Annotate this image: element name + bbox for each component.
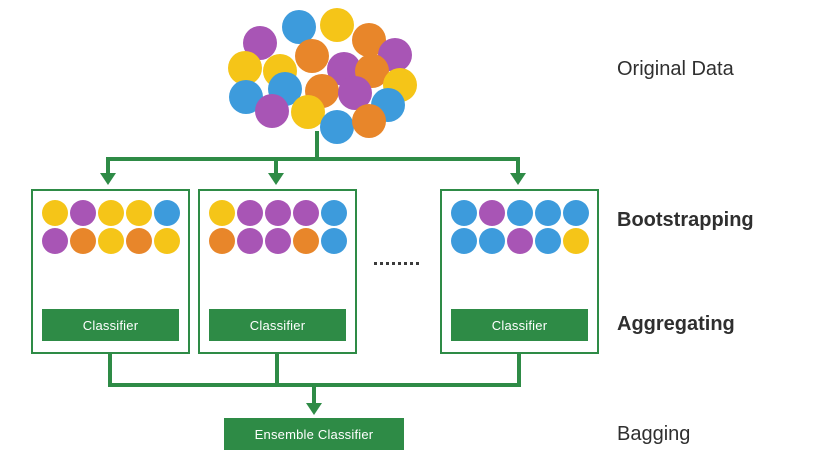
arrow-to-ensemble [306, 403, 322, 415]
data-point-dot [282, 10, 316, 44]
sample-dot-row [42, 228, 182, 254]
sample-dot [479, 200, 505, 226]
branch-line-sample-n [516, 157, 520, 175]
sample-dot [42, 228, 68, 254]
sample-dot [535, 200, 561, 226]
bootstrap-sample-box-n[interactable]: Classifier [440, 189, 599, 354]
sample-dot [70, 228, 96, 254]
sample-dot-row [209, 200, 349, 226]
ellipsis-dot [374, 262, 377, 265]
sample-dot [265, 200, 291, 226]
label-aggregating: Aggregating [617, 313, 735, 335]
sample-dot [98, 200, 124, 226]
ellipsis-dot [410, 262, 413, 265]
ensemble-classifier-button[interactable]: Ensemble Classifier [224, 418, 404, 450]
ensemble-connector-vertical [312, 383, 316, 405]
sample-dot [321, 200, 347, 226]
ellipsis-indicator [374, 262, 419, 265]
arrow-to-sample-2 [268, 173, 284, 185]
sample-dot-grid [42, 200, 182, 254]
aggregate-line-sample-n [517, 354, 521, 385]
sample-dot [154, 200, 180, 226]
data-point-dot [295, 39, 329, 73]
trunk-connector-vertical [315, 131, 319, 161]
sample-dot [209, 228, 235, 254]
sample-dot [563, 228, 589, 254]
ellipsis-dot [416, 262, 419, 265]
sample-dot [451, 200, 477, 226]
sample-dot [507, 200, 533, 226]
classifier-button-2[interactable]: Classifier [209, 309, 346, 341]
label-original-data: Original Data [617, 58, 734, 80]
classifier-button-n[interactable]: Classifier [451, 309, 588, 341]
sample-dot [126, 200, 152, 226]
sample-dot [154, 228, 180, 254]
aggregate-line-sample-1 [108, 354, 112, 385]
branch-line-sample-1 [106, 157, 110, 175]
sample-dot [563, 200, 589, 226]
sample-dot [126, 228, 152, 254]
sample-dot [479, 228, 505, 254]
sample-dot-grid [209, 200, 349, 254]
sample-dot-row [451, 200, 591, 226]
ellipsis-dot [398, 262, 401, 265]
data-point-dot [320, 8, 354, 42]
sample-dot [293, 200, 319, 226]
sample-dot [451, 228, 477, 254]
sample-dot [321, 228, 347, 254]
ellipsis-dot [386, 262, 389, 265]
data-point-dot [255, 94, 289, 128]
arrow-to-sample-1 [100, 173, 116, 185]
sample-dot-row [451, 228, 591, 254]
sample-dot [237, 200, 263, 226]
sample-dot [237, 228, 263, 254]
sample-dot-row [42, 200, 182, 226]
ellipsis-dot [392, 262, 395, 265]
sample-dot [98, 228, 124, 254]
bootstrap-sample-box-1[interactable]: Classifier [31, 189, 190, 354]
label-bagging: Bagging [617, 423, 691, 445]
label-bootstrapping: Bootstrapping [617, 209, 754, 231]
classifier-button-1[interactable]: Classifier [42, 309, 179, 341]
data-point-dot [352, 104, 386, 138]
bootstrap-sample-box-2[interactable]: Classifier [198, 189, 357, 354]
sample-dot [70, 200, 96, 226]
sample-dot [535, 228, 561, 254]
data-point-dot [320, 110, 354, 144]
sample-dot-row [209, 228, 349, 254]
distribution-bus-horizontal [106, 157, 520, 161]
original-data-cloud [0, 0, 615, 144]
ellipsis-dot [380, 262, 383, 265]
arrow-to-sample-n [510, 173, 526, 185]
branch-line-sample-2 [274, 157, 278, 175]
sample-dot [265, 228, 291, 254]
sample-dot [209, 200, 235, 226]
sample-dot [293, 228, 319, 254]
sample-dot [507, 228, 533, 254]
sample-dot-grid [451, 200, 591, 254]
data-point-dot [291, 95, 325, 129]
data-point-dot [228, 51, 262, 85]
aggregate-line-sample-2 [275, 354, 279, 385]
sample-dot [42, 200, 68, 226]
ellipsis-dot [404, 262, 407, 265]
